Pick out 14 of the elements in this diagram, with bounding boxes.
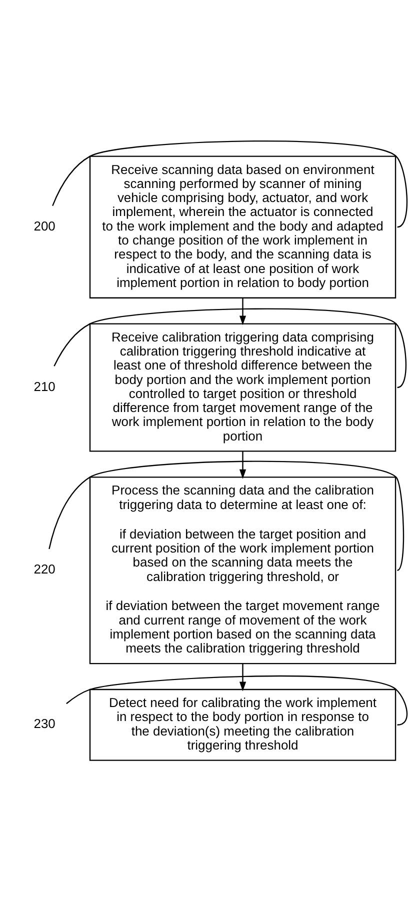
arrow <box>239 298 246 326</box>
node-box: Process the scanning data and the calibration triggering data to determine at least one of: if deviation between the target position and current position of the work implement portion based on the scanning data meets the calibration triggering threshold, or if deviation between the target movement range and current range of movement of the work implement portion based on the scanning data meets the calibration triggering threshold <box>89 476 396 664</box>
node-text: 210 <box>34 378 56 394</box>
node-box: Detect need for calibrating the work implement in respect to the body portion in response to the deviation(s) meeting the calibration triggering threshold <box>89 688 396 761</box>
node-box: Receive calibration triggering data comprising calibration triggering threshold indicative at least one of threshold difference between the body portion and the work implement portion controlled to target position or threshold difference from target movement range of the work implement portion in relation to the body portion <box>89 323 396 452</box>
node-text: 220 <box>34 562 56 577</box>
connector <box>52 140 408 228</box>
arrow <box>239 451 246 479</box>
connector <box>54 308 406 388</box>
node-text: 200 <box>34 218 56 234</box>
connector <box>48 460 404 571</box>
arrow <box>239 664 246 692</box>
node-text: 230 <box>34 716 56 732</box>
node-box: Receive scanning data based on environment scanning performed by scanner of mining vehicle comprising body, actuator, and work implement, wherein the actuator is connected to the work implement and the body and adapted to change position of the work implement in respect to the body, and the scanning data is indicative of at least one position of work implement portion in relation to body portion <box>89 156 396 298</box>
